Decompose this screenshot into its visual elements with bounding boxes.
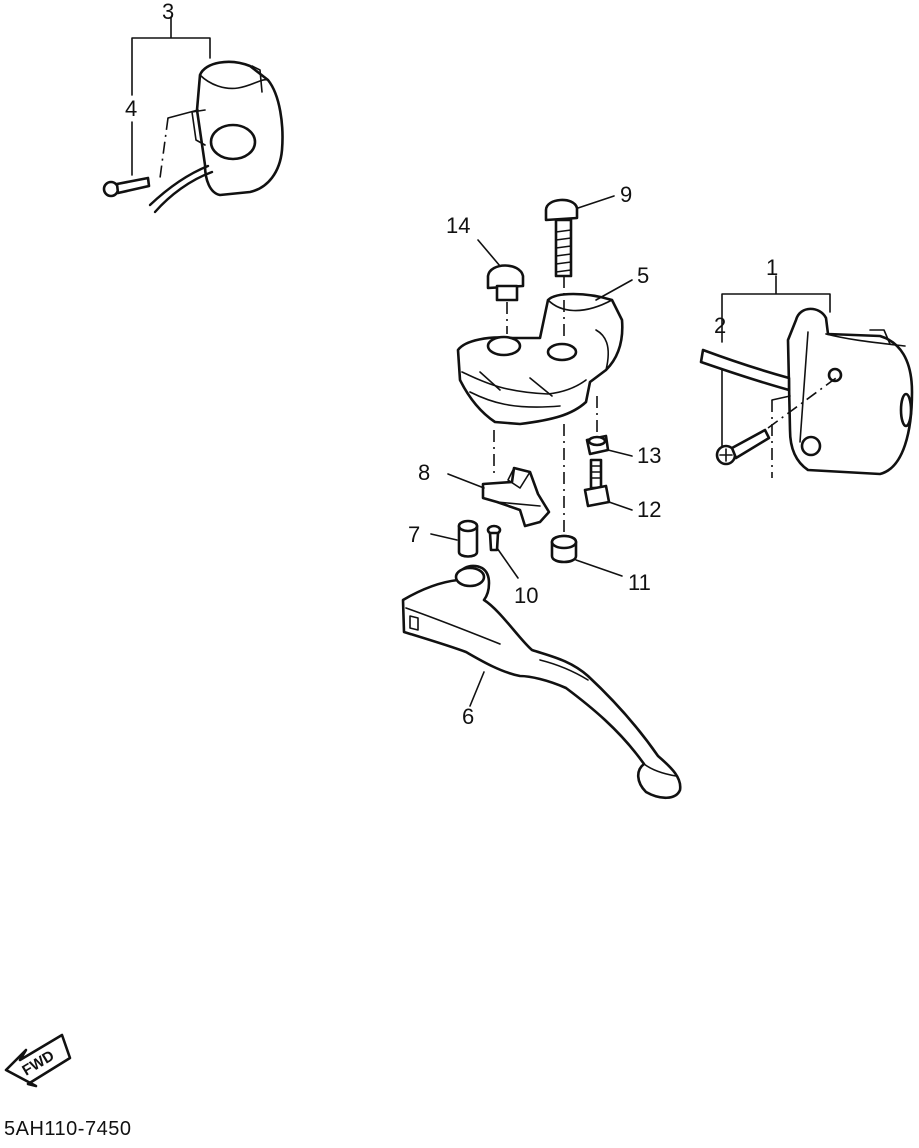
nut-part-11 [550, 534, 578, 564]
callout-6: 6 [462, 704, 474, 729]
callout-9: 9 [620, 182, 632, 207]
cap-part-14 [486, 264, 525, 302]
screw-part-10 [486, 524, 502, 552]
drawing-code: 5AH110-7450 [4, 1118, 132, 1140]
callout-3: 3 [162, 0, 174, 24]
bolt-part-12 [583, 458, 611, 508]
fwd-direction-arrow: FWD [4, 1033, 72, 1088]
callout-11: 11 [628, 570, 651, 595]
callout-1: 1 [766, 255, 778, 280]
screw-part-2 [715, 428, 771, 466]
callout-14: 14 [446, 213, 470, 238]
bolt-part-9 [544, 198, 579, 278]
callout-7: 7 [408, 522, 420, 547]
lever-bracket-part-5 [456, 292, 624, 426]
nut-part-13 [585, 434, 610, 456]
collar-part-7 [457, 519, 479, 558]
callout-10: 10 [514, 583, 538, 608]
switch-part-8 [481, 466, 551, 528]
callout-13: 13 [637, 443, 661, 468]
left-switch-housing [148, 60, 284, 214]
screw-part-4 [102, 176, 151, 198]
callout-2: 2 [714, 313, 726, 338]
callout-4: 4 [125, 96, 137, 121]
callout-8: 8 [418, 460, 430, 485]
callout-12: 12 [637, 497, 661, 522]
lever-part-6 [401, 564, 682, 800]
callout-5: 5 [637, 263, 649, 288]
right-switch-housing [699, 307, 914, 476]
